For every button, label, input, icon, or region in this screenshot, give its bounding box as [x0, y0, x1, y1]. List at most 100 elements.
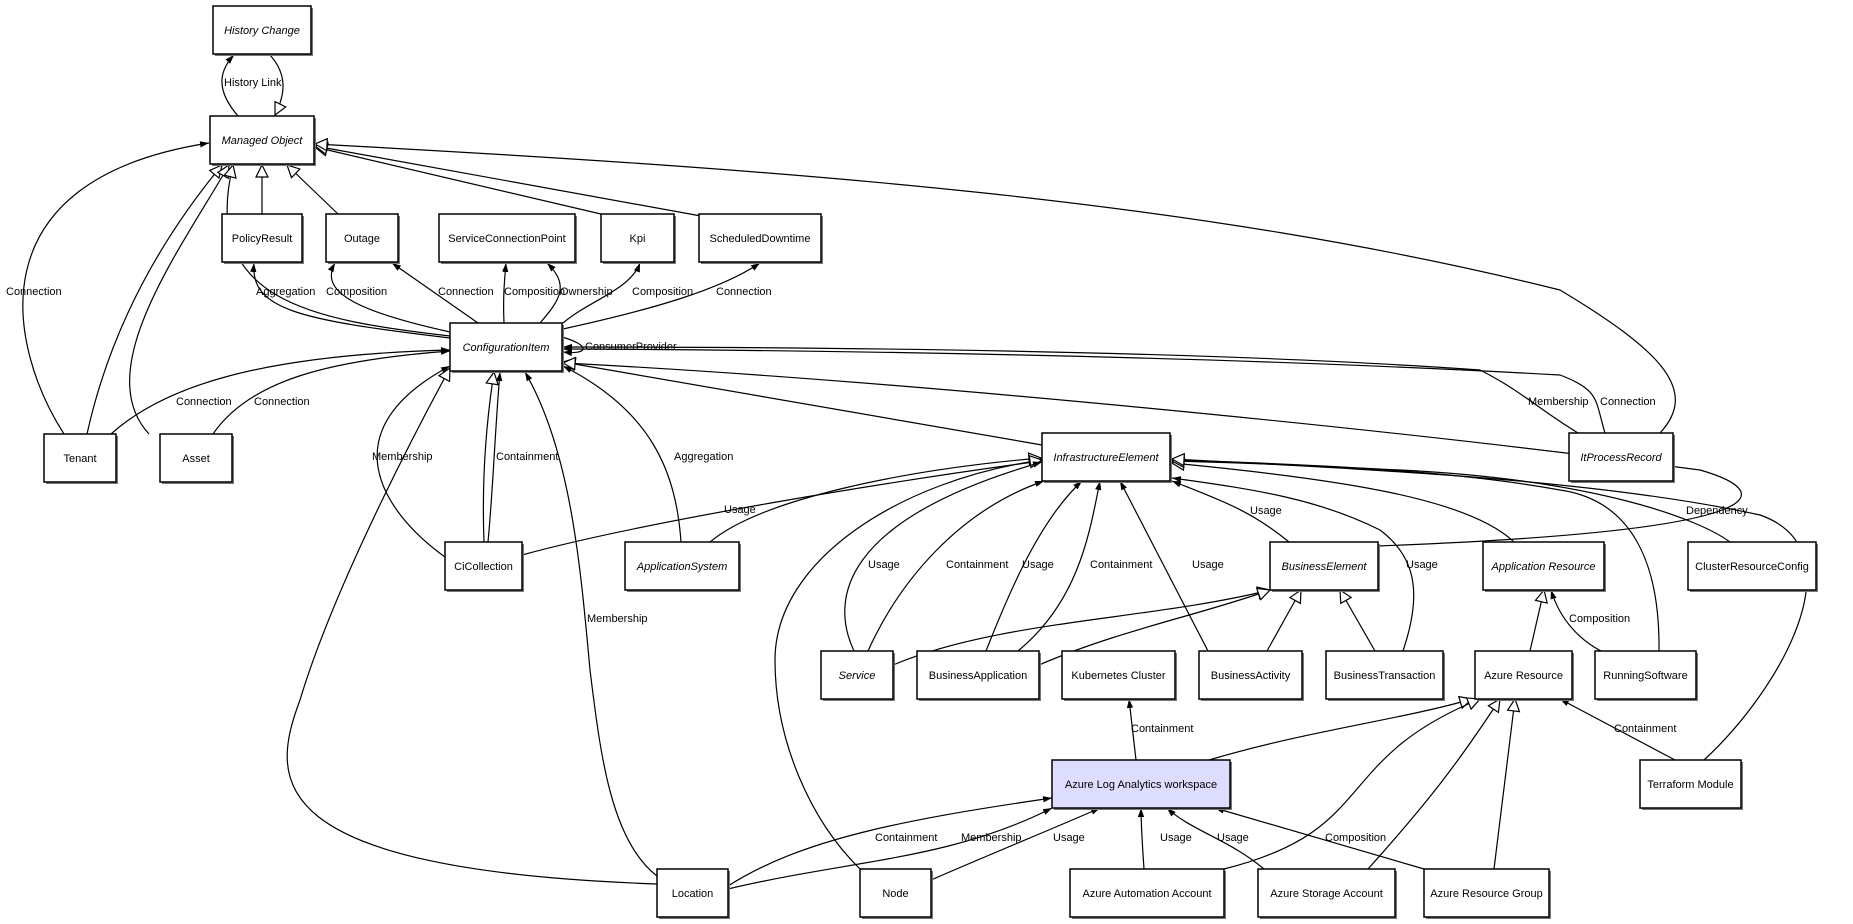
node-label: ItProcessRecord	[1580, 452, 1662, 464]
node-box[interactable]	[1041, 432, 1171, 482]
inheritance-edge-azure-resource-to-application-resource	[1529, 590, 1544, 652]
class-node-managed-object[interactable]: Managed Object	[209, 115, 316, 166]
edge-label: Usage	[724, 504, 756, 516]
class-node-service[interactable]: Service	[820, 650, 895, 701]
node-box[interactable]	[325, 213, 399, 263]
edge-label: Usage	[1406, 559, 1438, 571]
node-label: History Change	[224, 25, 300, 37]
class-node-business-activity[interactable]: BusinessActivity	[1198, 650, 1304, 701]
node-box[interactable]	[656, 868, 729, 918]
class-node-infrastructure-element[interactable]: InfrastructureElement	[1041, 432, 1172, 483]
node-label: Terraform Module	[1647, 779, 1733, 791]
edge-label: Containment	[496, 451, 558, 463]
inheritance-edge-scheduled-downtime-to-managed-object	[315, 146, 713, 219]
node-label: PolicyResult	[232, 233, 293, 245]
association-edge-azure-log-analytics-workspace-to-kubernetes-cluster	[1126, 698, 1137, 761]
class-node-asset[interactable]: Asset	[159, 433, 234, 484]
node-box[interactable]	[1594, 650, 1697, 700]
node-box[interactable]	[159, 433, 233, 483]
node-box[interactable]	[1257, 868, 1396, 918]
node-box[interactable]	[212, 5, 312, 55]
class-node-application-system[interactable]: ApplicationSystem	[624, 541, 741, 592]
class-node-azure-automation-account[interactable]: Azure Automation Account	[1069, 868, 1226, 919]
node-box[interactable]	[43, 433, 117, 483]
class-node-azure-resource-group[interactable]: Azure Resource Group	[1423, 868, 1551, 919]
class-node-tenant[interactable]: Tenant	[43, 433, 118, 484]
node-box[interactable]	[449, 322, 563, 372]
node-box[interactable]	[1061, 650, 1176, 700]
node-box[interactable]	[1423, 868, 1550, 918]
node-box[interactable]	[1639, 759, 1742, 809]
node-label: Application Resource	[1491, 561, 1596, 573]
association-edge-configuration-item-to-scheduled-downtime	[562, 262, 761, 330]
node-box[interactable]	[600, 213, 675, 263]
class-node-azure-storage-account[interactable]: Azure Storage Account	[1257, 868, 1397, 919]
node-box[interactable]	[438, 213, 576, 263]
node-box[interactable]	[444, 541, 523, 591]
node-box[interactable]	[1568, 432, 1674, 482]
association-edge-service-to-infrastructure-element	[867, 480, 1045, 652]
class-node-it-process-record[interactable]: ItProcessRecord	[1568, 432, 1675, 483]
node-box[interactable]	[1069, 868, 1225, 918]
class-node-application-resource[interactable]: Application Resource	[1482, 541, 1606, 592]
class-node-business-application[interactable]: BusinessApplication	[916, 650, 1041, 701]
class-node-kubernetes-cluster[interactable]: Kubernetes Cluster	[1061, 650, 1177, 701]
node-label: Service	[839, 670, 876, 682]
association-edge-location-to-azure-log-analytics-workspace	[727, 807, 1053, 890]
inheritance-edge-outage-to-managed-object	[287, 165, 339, 215]
class-node-azure-log-analytics-workspace[interactable]: Azure Log Analytics workspace	[1051, 759, 1232, 810]
node-label: Tenant	[63, 453, 96, 465]
class-node-service-connection-point[interactable]: ServiceConnectionPoint	[438, 213, 577, 264]
node-label: Location	[672, 888, 714, 900]
class-node-terraform-module[interactable]: Terraform Module	[1639, 759, 1743, 810]
edge-label: Connection	[254, 396, 310, 408]
association-edge-service-to-infrastructure-element	[844, 461, 1043, 652]
class-node-azure-resource[interactable]: Azure Resource	[1474, 650, 1574, 701]
class-node-running-software[interactable]: RunningSoftware	[1594, 650, 1698, 701]
edge-label: Usage	[868, 559, 900, 571]
node-box[interactable]	[916, 650, 1040, 700]
node-box[interactable]	[859, 868, 932, 918]
node-box[interactable]	[1269, 541, 1379, 591]
association-edge-terraform-module-to-azure-resource	[1559, 698, 1676, 761]
node-box[interactable]	[1687, 541, 1817, 591]
class-node-ci-collection[interactable]: CiCollection	[444, 541, 524, 592]
class-node-outage[interactable]: Outage	[325, 213, 400, 264]
node-box[interactable]	[1325, 650, 1444, 700]
edge-label: Usage	[1217, 832, 1249, 844]
class-node-business-element[interactable]: BusinessElement	[1269, 541, 1380, 592]
node-box[interactable]	[698, 213, 822, 263]
class-node-history-change[interactable]: History Change	[212, 5, 313, 56]
edge-label: Aggregation	[256, 286, 315, 298]
edge-label: Containment	[1614, 723, 1676, 735]
node-label: Azure Log Analytics workspace	[1065, 779, 1217, 791]
class-node-scheduled-downtime[interactable]: ScheduledDowntime	[698, 213, 823, 264]
node-label: Managed Object	[222, 135, 304, 147]
edge-label: Composition	[326, 286, 387, 298]
node-label: Asset	[182, 453, 210, 465]
association-edge-azure-storage-account-to-azure-log-analytics-workspace	[1166, 807, 1265, 870]
node-box[interactable]	[209, 115, 315, 165]
node-label: Node	[882, 888, 908, 900]
edge-label: Usage	[1022, 559, 1054, 571]
association-edge-business-transaction-to-infrastructure-element	[1171, 476, 1415, 652]
class-node-node[interactable]: Node	[859, 868, 933, 919]
node-box[interactable]	[1198, 650, 1303, 700]
class-node-kpi[interactable]: Kpi	[600, 213, 676, 264]
class-node-location[interactable]: Location	[656, 868, 730, 919]
inheritance-edge-it-process-record-to-managed-object	[315, 144, 1676, 434]
node-box[interactable]	[1051, 759, 1231, 809]
inheritance-edge-history-change-to-managed-object	[269, 54, 283, 115]
node-box[interactable]	[820, 650, 894, 700]
class-node-cluster-resource-config[interactable]: ClusterResourceConfig	[1687, 541, 1818, 592]
node-label: Kpi	[630, 233, 646, 245]
node-box[interactable]	[624, 541, 740, 591]
association-edge-ci-collection-to-infrastructure-element	[521, 459, 1042, 556]
class-node-policy-result[interactable]: PolicyResult	[221, 213, 304, 264]
node-box[interactable]	[1482, 541, 1605, 591]
class-node-business-transaction[interactable]: BusinessTransaction	[1325, 650, 1445, 701]
node-box[interactable]	[1474, 650, 1573, 700]
edge-label: Usage	[1250, 505, 1282, 517]
node-box[interactable]	[221, 213, 303, 263]
class-node-configuration-item[interactable]: ConfigurationItem	[449, 322, 564, 373]
